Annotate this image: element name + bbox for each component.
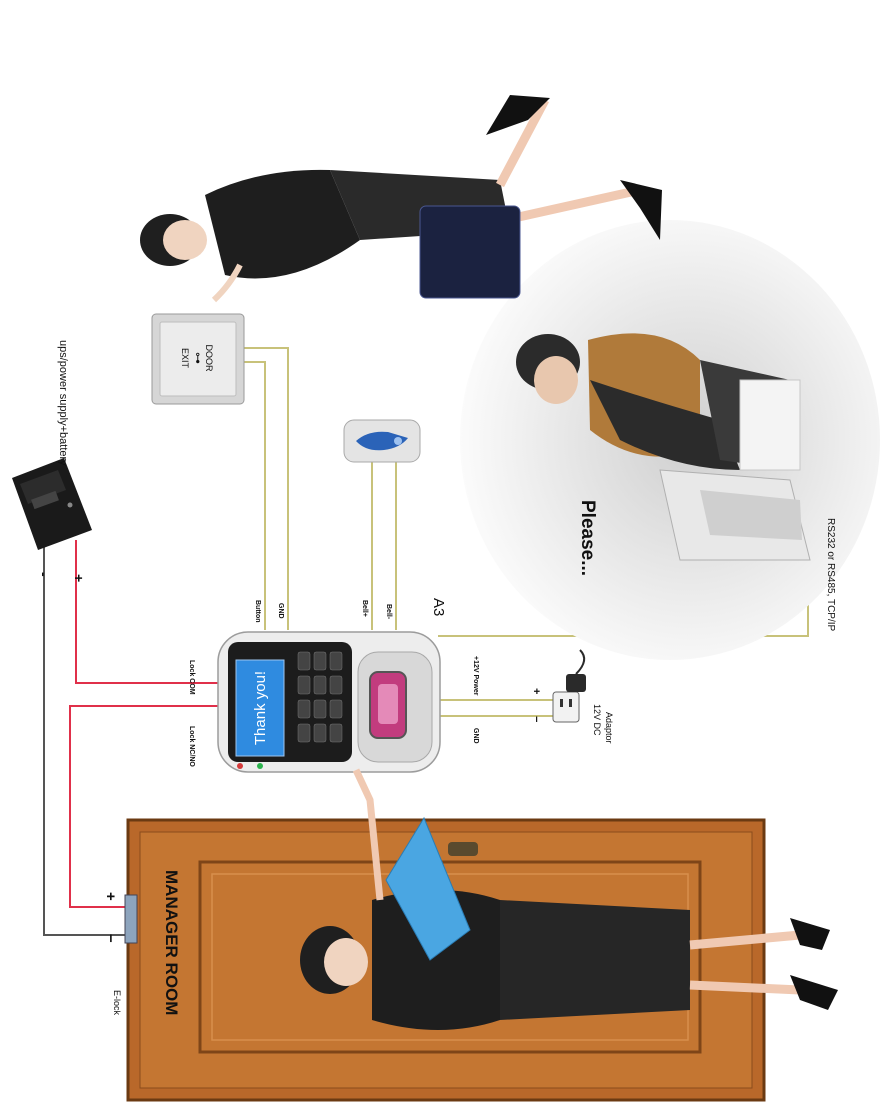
doorbell	[344, 420, 420, 462]
ups-plus-sign: +	[71, 574, 87, 582]
adaptor-label-line1: 12V DC	[592, 704, 602, 736]
door-exit-button: DOOR ⊶ EXIT	[152, 314, 244, 404]
ups-label: ups/power supply+battery	[57, 340, 69, 466]
model-label: A3	[430, 598, 447, 616]
key-icon: ⊶	[191, 352, 205, 364]
adaptor-plus-sign: +	[530, 688, 542, 694]
e-lock-minus-sign: −	[102, 934, 119, 943]
gray-wire-ups-elock	[44, 540, 130, 935]
e-lock-label: E-lock	[112, 990, 122, 1016]
a3-terminal: Thank you!	[218, 632, 440, 772]
comm-label: RS232 or RS485, TCP/IP	[825, 518, 836, 632]
e-lock-plus-sign: +	[102, 892, 119, 901]
pc-user-scene	[460, 220, 880, 660]
gnd-exit-label: GND	[277, 603, 284, 619]
screen-text: Thank you!	[252, 671, 269, 745]
lock-com-label: Lock COM	[188, 660, 195, 695]
button-label: Button	[254, 600, 261, 623]
lock-nc-no-label: Lock NC/NO	[188, 726, 195, 767]
door-sign: MANAGER ROOM	[162, 870, 181, 1015]
please-text: Please...	[577, 500, 598, 576]
red-wire-ups-lock-com	[76, 540, 232, 683]
gnd-power-label: GND	[472, 728, 479, 744]
ups-minus-sign: -	[36, 572, 52, 577]
ups-power-supply	[12, 458, 92, 550]
bell-plus-label: Bell+	[361, 600, 368, 617]
adaptor-minus-sign: −	[530, 716, 542, 722]
dc-adaptor	[553, 650, 586, 722]
yellow-wire-button	[243, 362, 265, 630]
adaptor-label-line2: Adaptor	[604, 712, 614, 744]
e-lock-device	[125, 895, 137, 943]
bell-minus-label: Bell-	[385, 604, 392, 620]
exit-button-exit-text: EXIT	[180, 348, 190, 369]
power-label: +12V Power	[472, 656, 479, 696]
